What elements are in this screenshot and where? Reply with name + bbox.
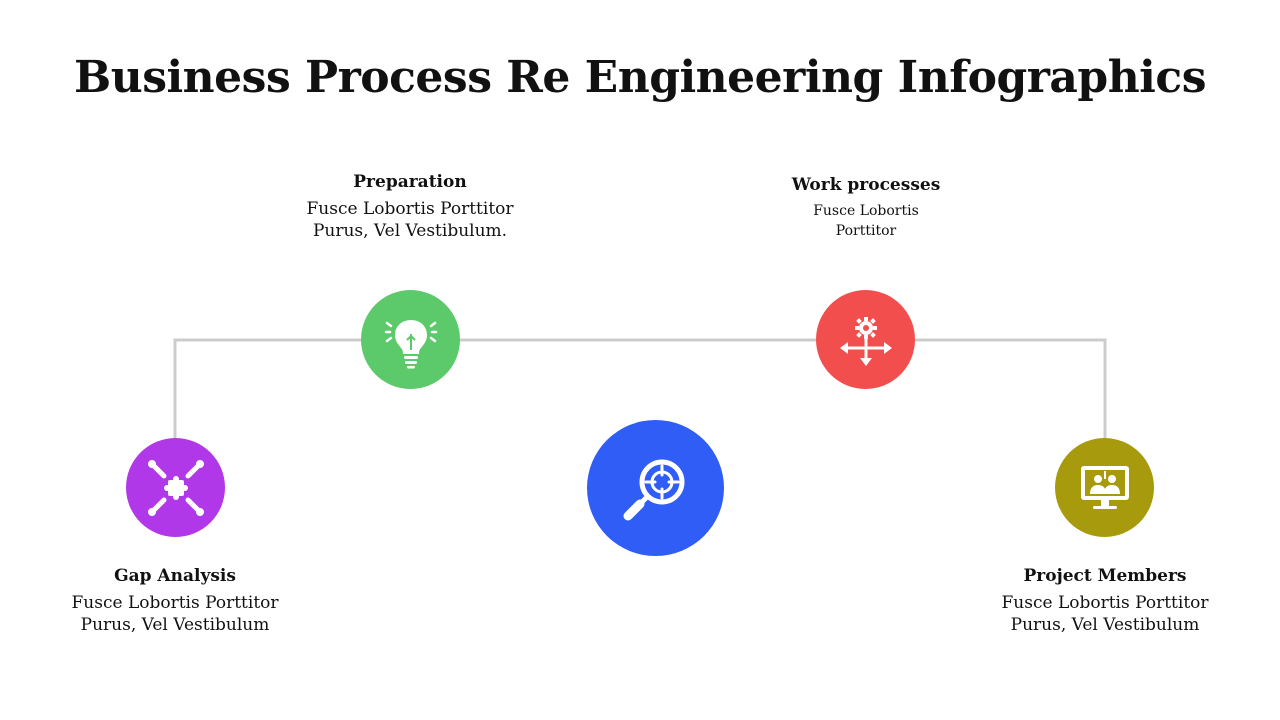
preparation-desc-line2: Purus, Vel Vestibulum. [312,221,508,241]
work-processes-text: Work processes Fusce Lobortis Porttitor [726,175,1006,241]
project-members-description: Fusce Lobortis Porttitor Purus, Vel Vest… [965,592,1245,636]
gap-analysis-desc-line1: Fusce Lobortis Porttitor [71,593,279,613]
work-processes-desc-line2: Porttitor [835,223,897,239]
work-processes-node [816,290,915,389]
preparation-description: Fusce Lobortis Porttitor Purus, Vel Vest… [270,198,550,242]
connector-path [173,338,1107,440]
gap-analysis-node [126,438,225,537]
gap-analysis-description: Fusce Lobortis Porttitor Purus, Vel Vest… [35,592,315,636]
gap-analysis-title: Gap Analysis [114,566,236,586]
preparation-desc-line1: Fusce Lobortis Porttitor [306,199,514,219]
center-node [587,420,724,556]
lightbulb-icon [384,319,437,368]
gear-arrows-icon [839,316,892,366]
magnifier-target-icon [623,459,684,521]
project-members-desc-line2: Purus, Vel Vestibulum [1010,615,1200,635]
preparation-node [361,290,460,389]
project-members-desc-line1: Fusce Lobortis Porttitor [1001,593,1209,613]
gap-analysis-desc-line2: Purus, Vel Vestibulum [80,615,270,635]
project-members-node [1055,438,1154,537]
gap-analysis-text: Gap Analysis Fusce Lobortis Porttitor Pu… [35,566,315,636]
work-processes-title: Work processes [791,175,941,195]
slide-title: Business Process Re Engineering Infograp… [74,52,1206,103]
project-members-text: Project Members Fusce Lobortis Porttitor… [965,566,1245,636]
puzzle-hands-icon [147,459,204,516]
preparation-text: Preparation Fusce Lobortis Porttitor Pur… [270,172,550,242]
preparation-title: Preparation [353,172,467,192]
work-processes-desc-line1: Fusce Lobortis [813,203,919,219]
project-members-title: Project Members [1023,566,1187,586]
work-processes-description: Fusce Lobortis Porttitor [726,201,1006,241]
monitor-team-icon [1080,465,1129,509]
